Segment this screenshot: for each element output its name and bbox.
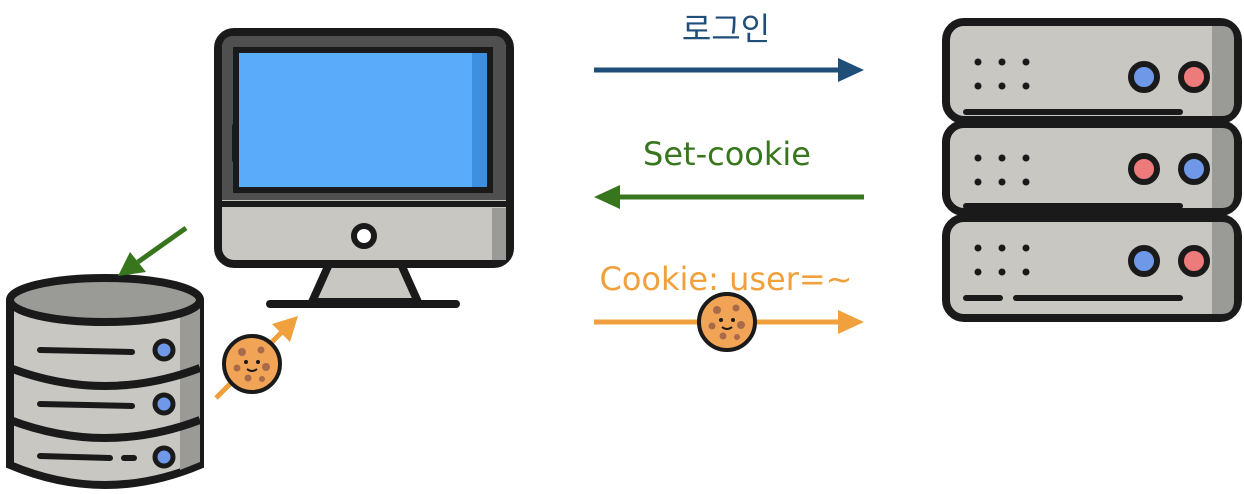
login-arrow (594, 58, 864, 82)
set-cookie-arrow (594, 185, 864, 209)
cookie-icon (222, 334, 282, 394)
cookie-header-label: Cookie: user=~ (600, 260, 853, 298)
cookie-icon (697, 292, 757, 352)
set-cookie-label: Set-cookie (643, 135, 811, 173)
desktop-monitor-icon (214, 28, 514, 308)
server-rack-icon (942, 18, 1242, 322)
store-cookie-arrow (118, 225, 188, 276)
server-unit-1 (942, 18, 1242, 124)
login-label: 로그인 (682, 10, 770, 48)
server-unit-2 (942, 120, 1242, 216)
server-unit-3 (942, 214, 1242, 322)
database-icon (6, 274, 204, 489)
